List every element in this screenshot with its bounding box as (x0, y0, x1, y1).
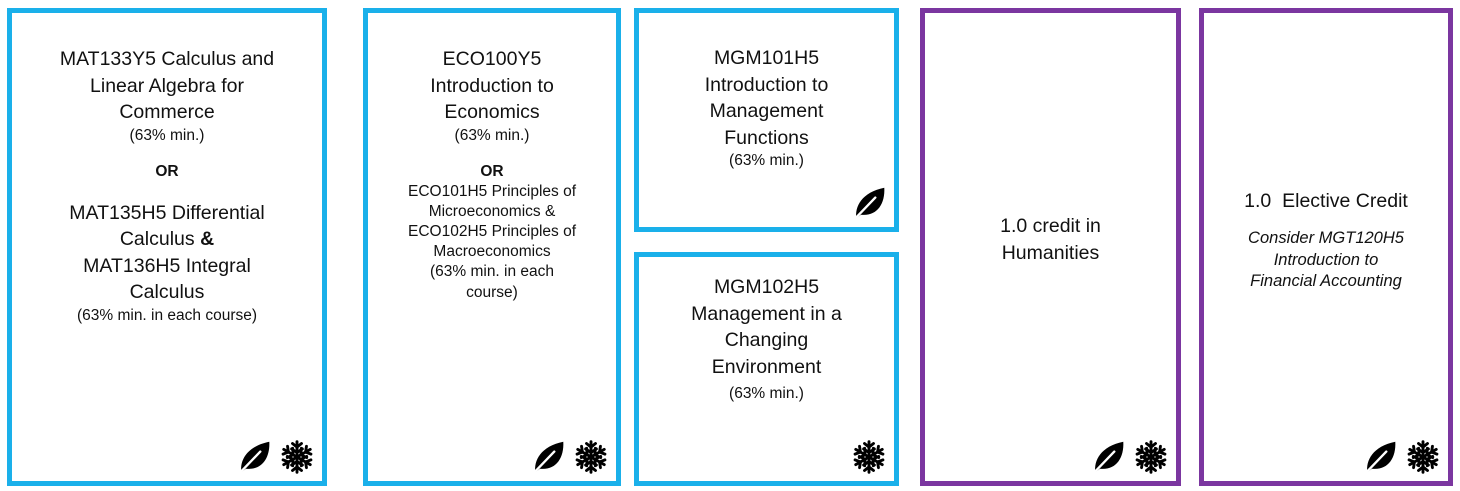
course-title-line: MAT135H5 Differential (69, 201, 265, 224)
grade-requirement: (63% min.) (729, 152, 804, 170)
term-icons (851, 439, 887, 475)
course-title-line: Functions (724, 126, 809, 149)
or-separator: OR (480, 162, 504, 180)
course-title-line: Microeconomics & (428, 202, 556, 220)
snowflake-icon (279, 439, 315, 475)
course-title-line: ECO100Y5 (442, 48, 542, 70)
grade-requirement: (63% min. in each course) (76, 306, 258, 324)
course-title-line: Management (709, 100, 824, 123)
term-icons (1362, 439, 1441, 475)
course-title-line: Macroeconomics (433, 243, 551, 261)
course-title-line: MAT133Y5 Calculus and (59, 48, 275, 70)
elective-note: Consider MGT120H5 (1248, 229, 1404, 248)
leaf-icon (236, 439, 272, 475)
course-card-mat133y5: MAT133Y5 Calculus and Linear Algebra for… (7, 8, 327, 486)
term-icons (530, 439, 609, 475)
course-title-line: Management in a (691, 302, 842, 325)
snowflake-icon (1405, 439, 1441, 475)
or-separator: OR (155, 162, 179, 180)
elective-card-general: 1.0 Elective Credit Consider MGT120H5 In… (1199, 8, 1453, 486)
course-title-line: MGM101H5 (713, 47, 820, 69)
course-title-line: Commerce (119, 101, 215, 124)
course-card-eco100y5: ECO100Y5 Introduction to Economics (63% … (363, 8, 621, 486)
course-title-line: Calculus & (120, 226, 214, 253)
term-icons (236, 439, 315, 475)
course-title-line: Changing (724, 329, 809, 352)
course-card-mgm102h5: MGM102H5 Management in a Changing Enviro… (634, 252, 899, 486)
term-icons (1090, 439, 1169, 475)
leaf-icon (530, 439, 566, 475)
elective-note: Introduction to (1273, 250, 1379, 269)
grade-requirement: (63% min.) (454, 126, 530, 144)
elective-title-line: Humanities (1001, 242, 1100, 264)
leaf-icon (851, 185, 887, 221)
course-card-mgm101h5: MGM101H5 Introduction to Management Func… (634, 8, 899, 232)
course-title-line: Linear Algebra for (90, 74, 244, 97)
course-title-line: Introduction to (430, 74, 554, 97)
snowflake-icon (851, 439, 887, 475)
course-title-line: MAT136H5 Integral (83, 254, 251, 277)
term-icons (851, 185, 887, 221)
course-title-line: ECO102H5 Principles of (408, 223, 576, 241)
snowflake-icon (573, 439, 609, 475)
course-title-line: Introduction to (704, 73, 829, 96)
snowflake-icon (1133, 439, 1169, 475)
ampersand: & (200, 228, 215, 251)
leaf-icon (1362, 439, 1398, 475)
grade-requirement: course) (466, 283, 518, 301)
course-title-line: Calculus (129, 281, 205, 304)
course-title-line: ECO101H5 Principles of (408, 182, 576, 200)
grade-requirement: (63% min.) (729, 385, 804, 403)
elective-title: 1.0 Elective Credit (1244, 189, 1408, 212)
course-title-text: Calculus (119, 228, 195, 251)
leaf-icon (1090, 439, 1126, 475)
course-title-line: Economics (444, 101, 540, 124)
elective-title-line: 1.0 credit in (1000, 215, 1101, 238)
elective-note: Financial Accounting (1250, 271, 1402, 290)
grade-requirement: (63% min.) (129, 126, 205, 144)
course-title-line: MGM102H5 (713, 276, 820, 298)
course-title-line: Environment (711, 355, 822, 378)
elective-card-humanities: 1.0 credit in Humanities (920, 8, 1181, 486)
grade-requirement: (63% min. in each (429, 263, 555, 281)
